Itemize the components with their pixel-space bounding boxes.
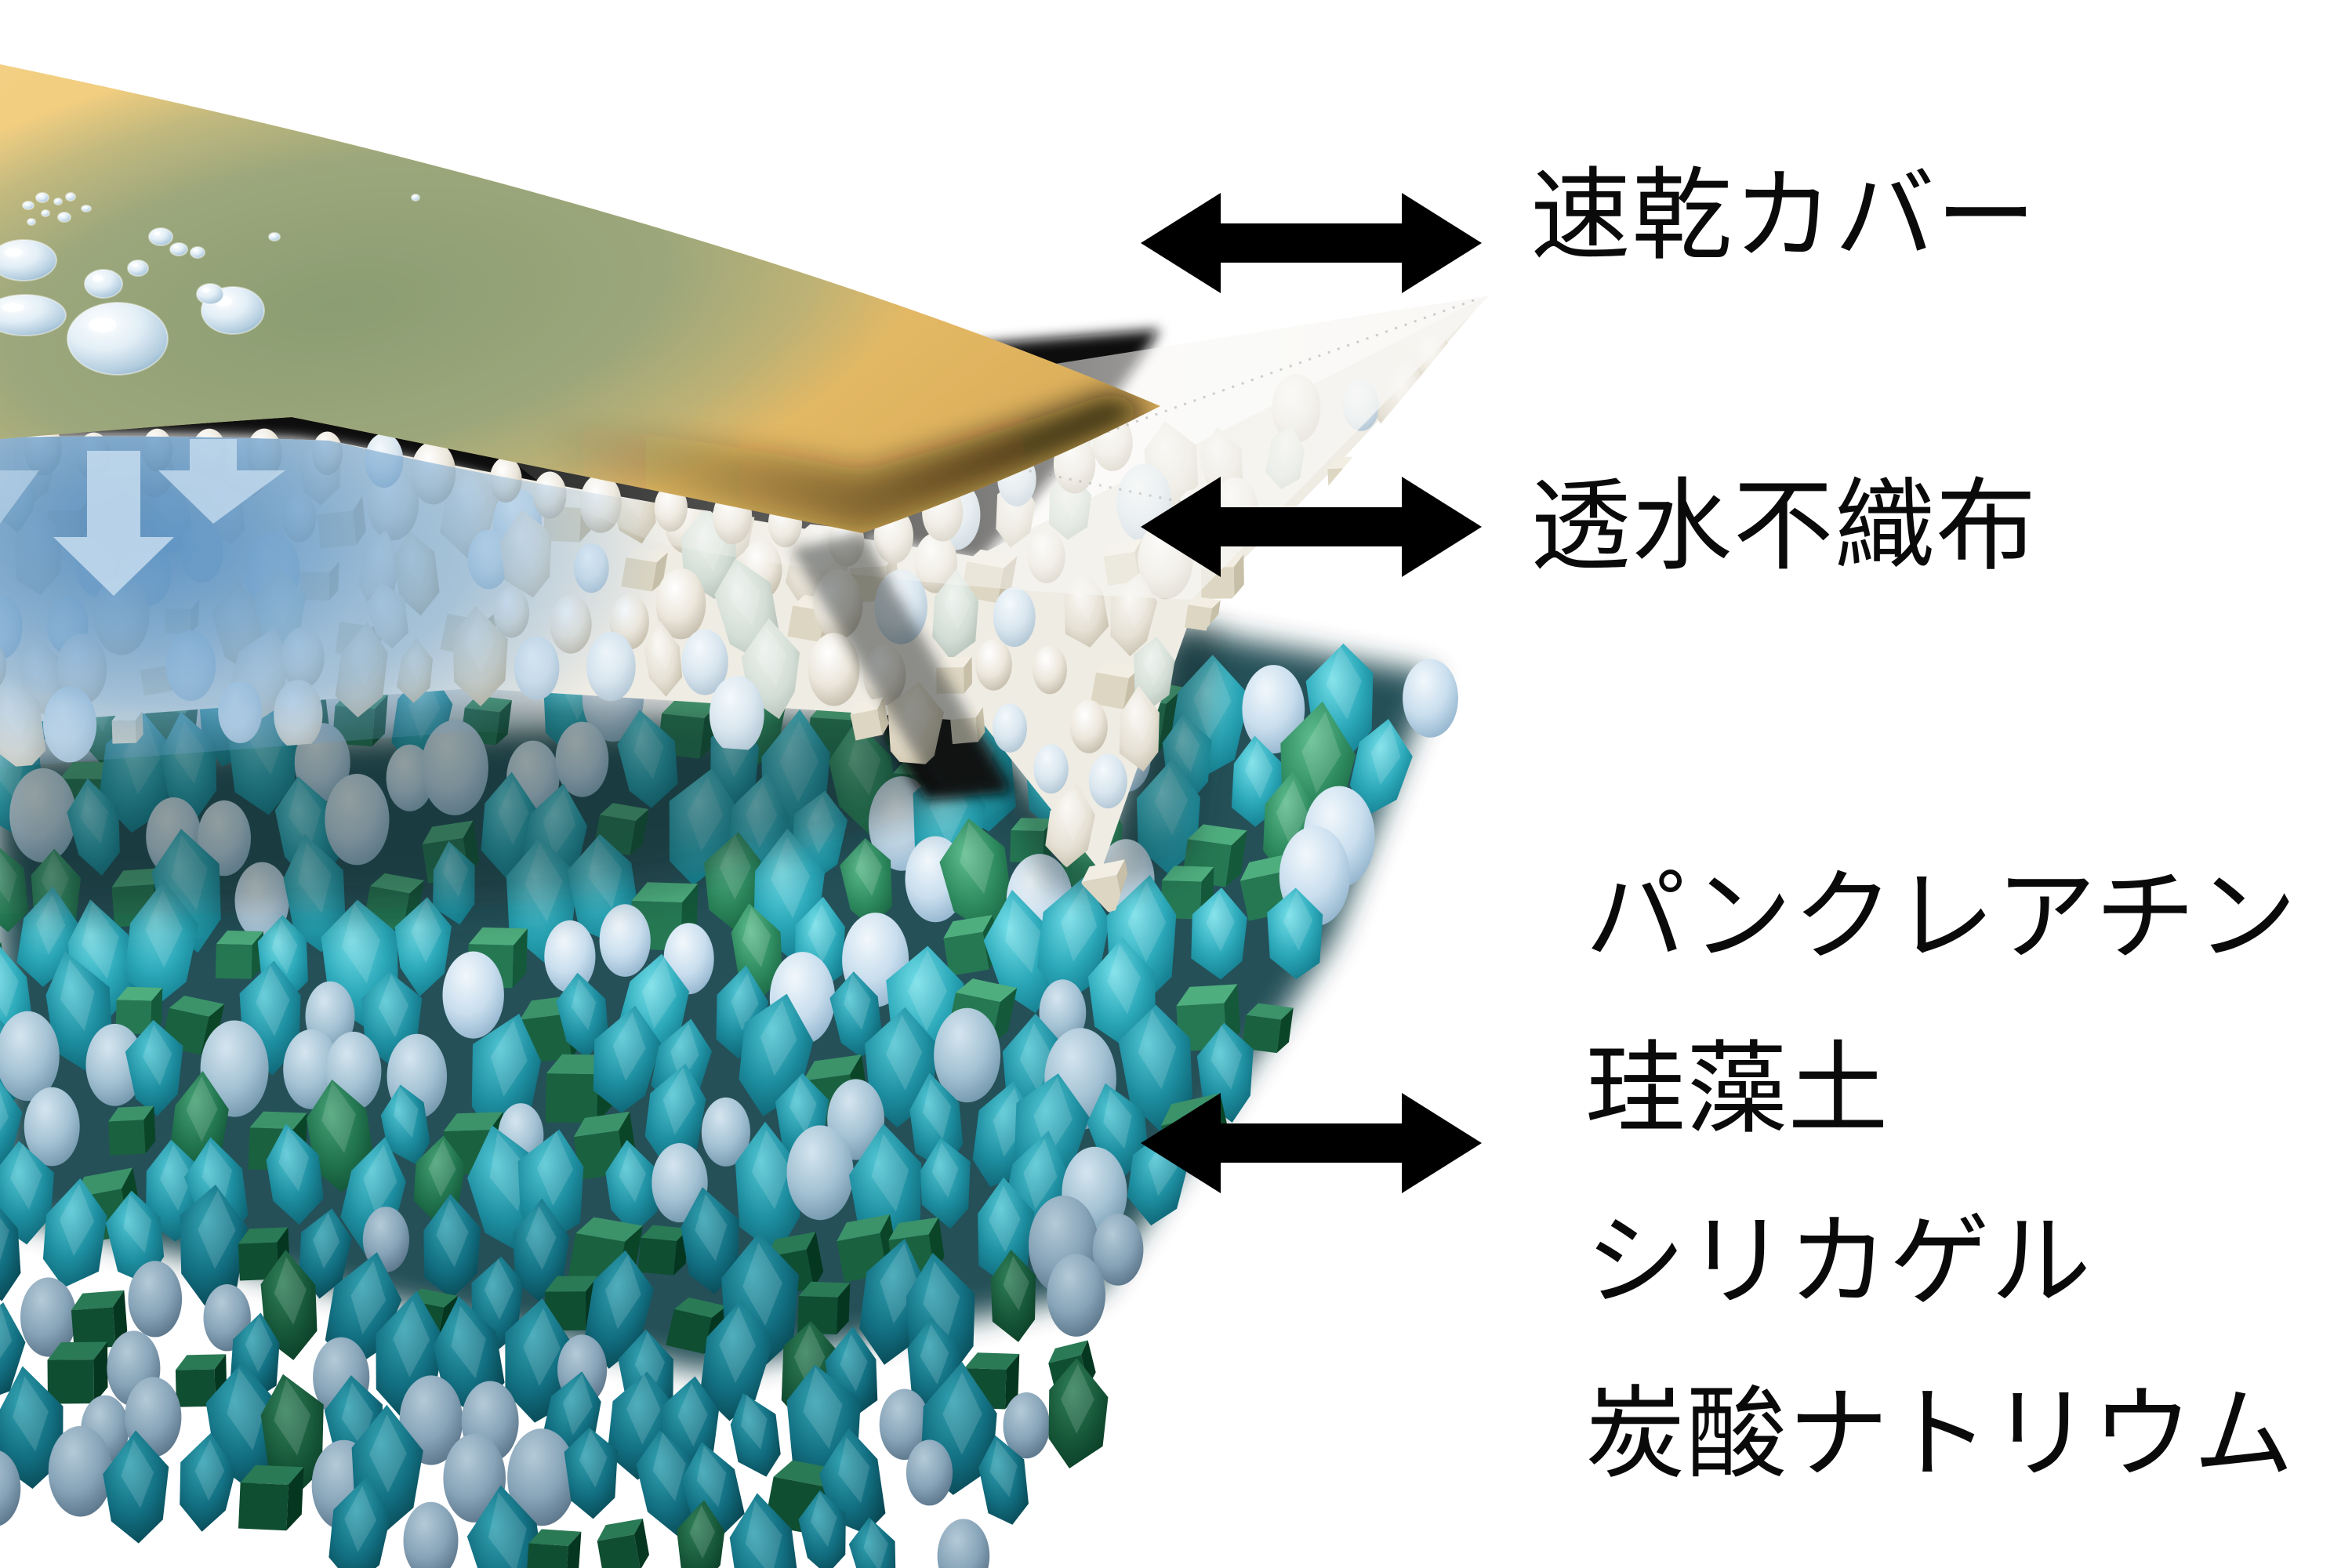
water-droplet-icon [169, 242, 188, 256]
water-droplet-icon [127, 260, 149, 277]
cover-fold-shadow [329, 392, 1152, 533]
label-text: 速乾カバー [1530, 160, 2038, 272]
label-text: 透水不織布 [1530, 470, 2038, 583]
water-droplet-icon [53, 198, 63, 205]
water-droplet-icon [81, 205, 92, 212]
ingredient-line: 炭酸ナトリウム [1585, 1378, 2295, 1490]
label-quick-dry-cover: 速乾カバー [1530, 166, 2037, 267]
arrow-absorbent-core-icon [1141, 1093, 1482, 1193]
water-droplet-icon [196, 283, 224, 305]
label-permeable-nonwoven: 透水不織布 [1530, 477, 2037, 577]
film-edge-dotted-line [1018, 467, 1212, 510]
water-droplet-icon [27, 218, 36, 226]
ingredient-line: 珪藻土 [1585, 1033, 1889, 1145]
water-droplet-icon [41, 209, 50, 217]
label-absorbent-core-ingredients: パンクレアチン 珪藻土 シリカゲル 炭酸ナトリウム [1585, 867, 2298, 1485]
water-droplet-icon [148, 227, 173, 246]
ingredient-line: パンクレアチン [1585, 861, 2298, 973]
arrow-permeable-nonwoven-icon [1141, 477, 1482, 577]
water-droplet-icon [268, 232, 281, 241]
annotation-arrows [1141, 193, 1482, 1193]
absorbent-granule-pile [0, 621, 1458, 1568]
water-droplet-icon [65, 192, 76, 201]
water-droplet-icon [190, 246, 205, 259]
film-fold-shadow [792, 533, 1011, 796]
water-droplet-icon [67, 302, 169, 376]
water-droplet-icon [22, 201, 34, 210]
water-droplet-icon [0, 239, 57, 281]
ingredient-line: シリカゲル [1585, 1206, 2092, 1318]
water-droplet-icon [0, 294, 67, 336]
water-droplet-icon [57, 212, 71, 223]
water-droplets [0, 192, 420, 376]
water-flow-down-arrow-icon [0, 470, 39, 524]
water-droplet-icon [411, 194, 420, 201]
water-flow-down-arrow-icon [53, 451, 174, 596]
arrow-quick-dry-cover-icon [1141, 193, 1482, 293]
water-droplet-icon [84, 269, 123, 299]
water-droplet-icon [35, 192, 49, 203]
water-flow-down-arrow-icon [158, 439, 285, 524]
